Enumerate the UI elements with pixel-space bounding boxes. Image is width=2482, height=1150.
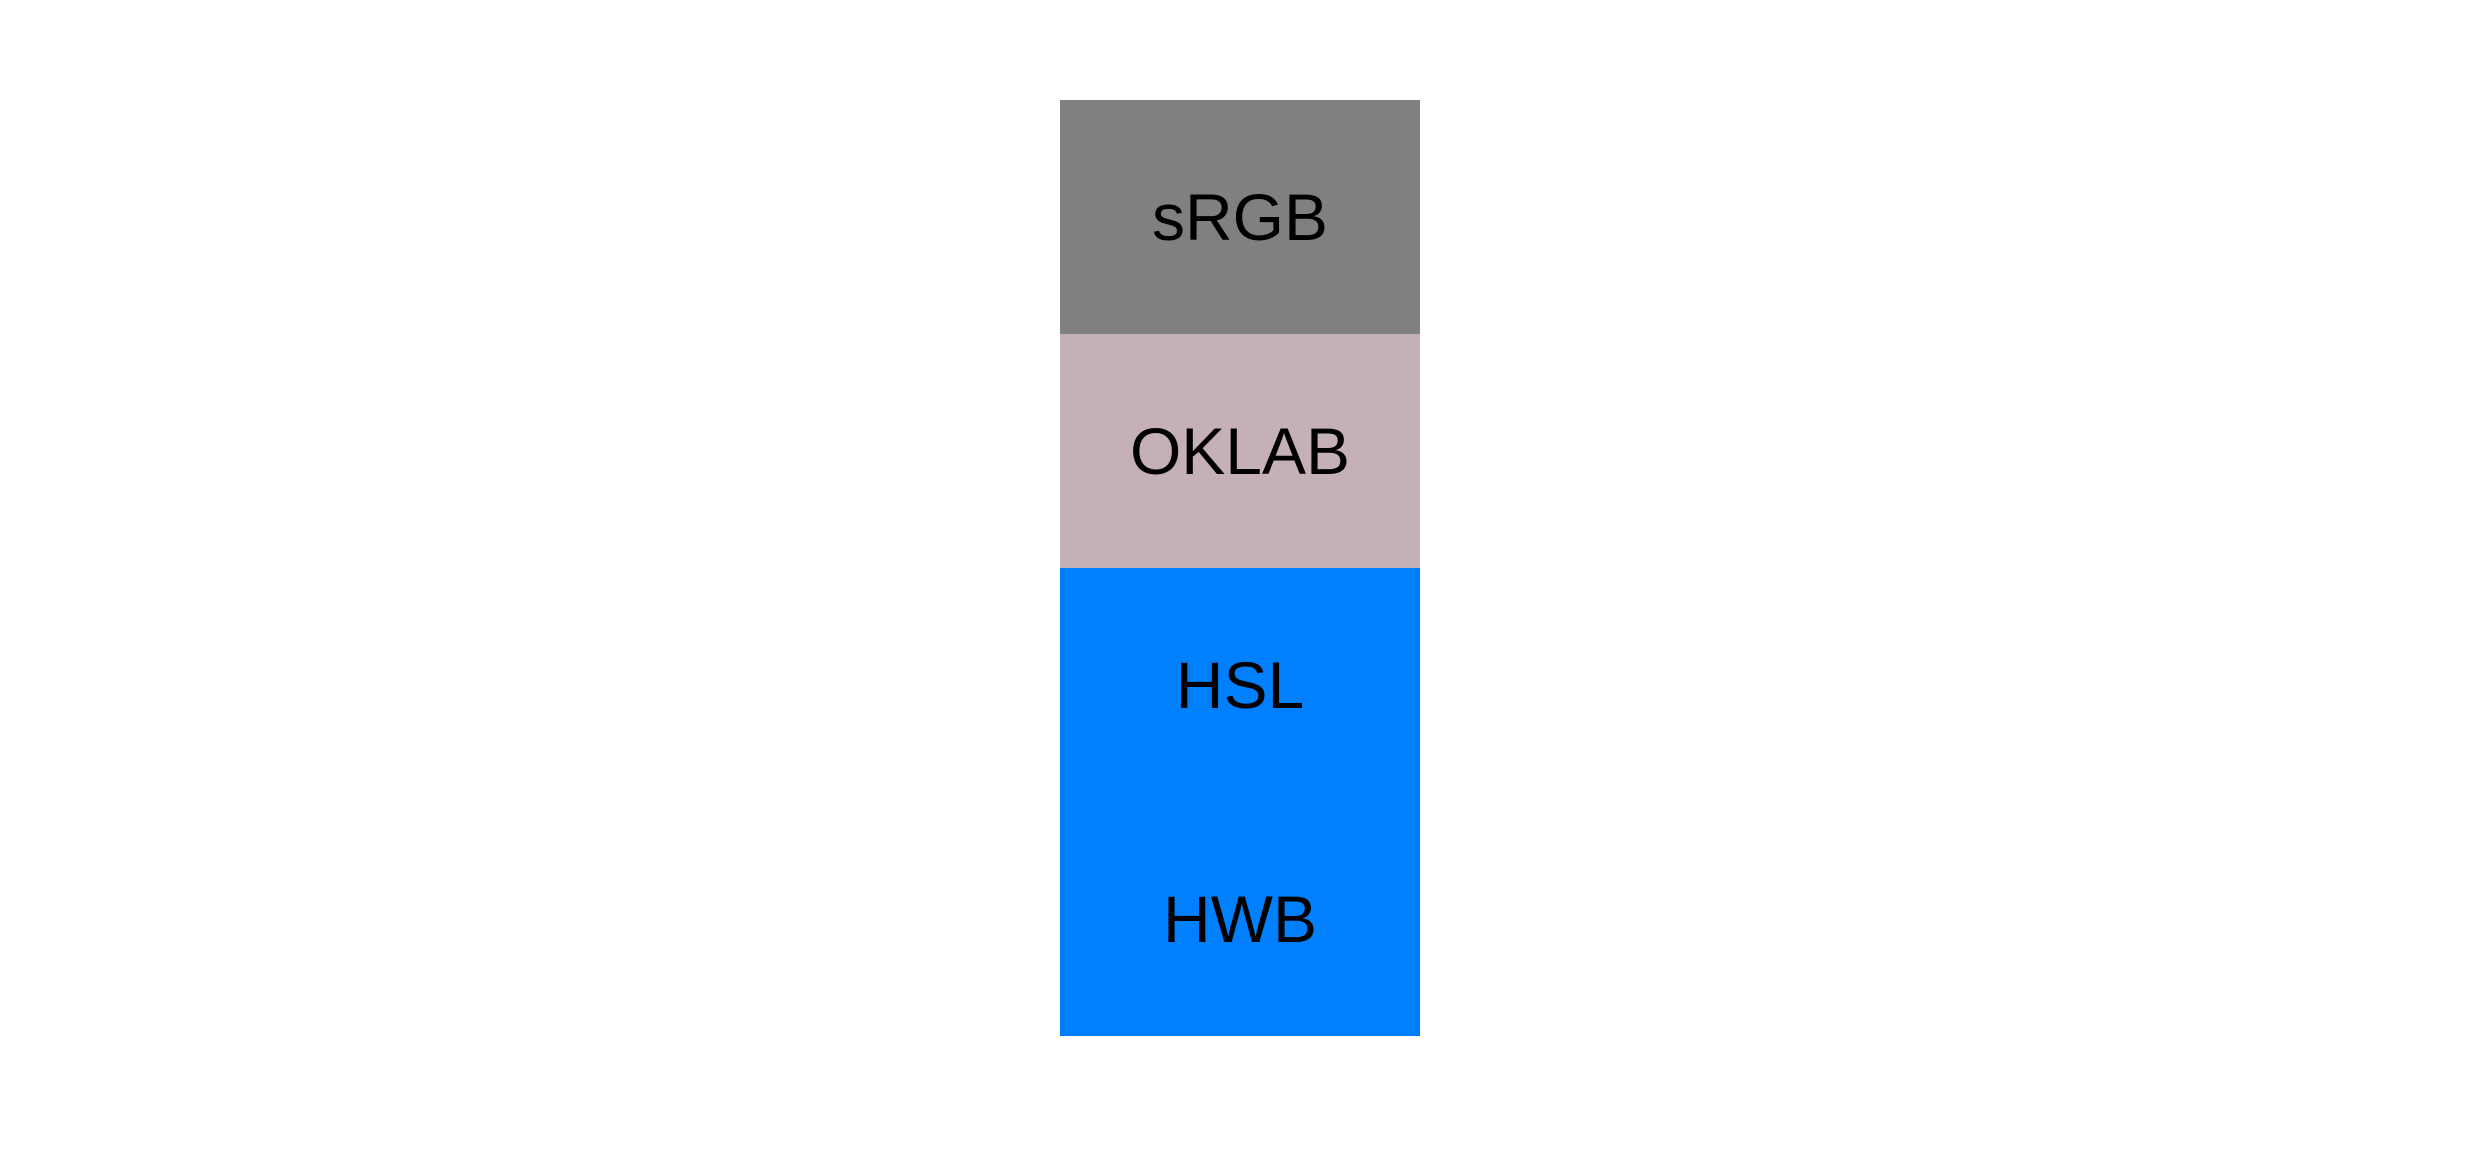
swatch-srgb-label: sRGB bbox=[1151, 180, 1329, 254]
swatch-hwb: HWB bbox=[1060, 802, 1420, 1036]
swatch-hwb-label: HWB bbox=[1163, 882, 1317, 956]
swatch-oklab: OKLAB bbox=[1060, 334, 1420, 568]
swatch-hsl: HSL bbox=[1060, 568, 1420, 802]
swatch-srgb: sRGB bbox=[1060, 100, 1420, 334]
swatch-hsl-label: HSL bbox=[1175, 648, 1305, 722]
swatch-oklab-label: OKLAB bbox=[1129, 414, 1351, 488]
swatch-column: sRGB OKLAB HSL HWB bbox=[1060, 100, 1420, 1036]
